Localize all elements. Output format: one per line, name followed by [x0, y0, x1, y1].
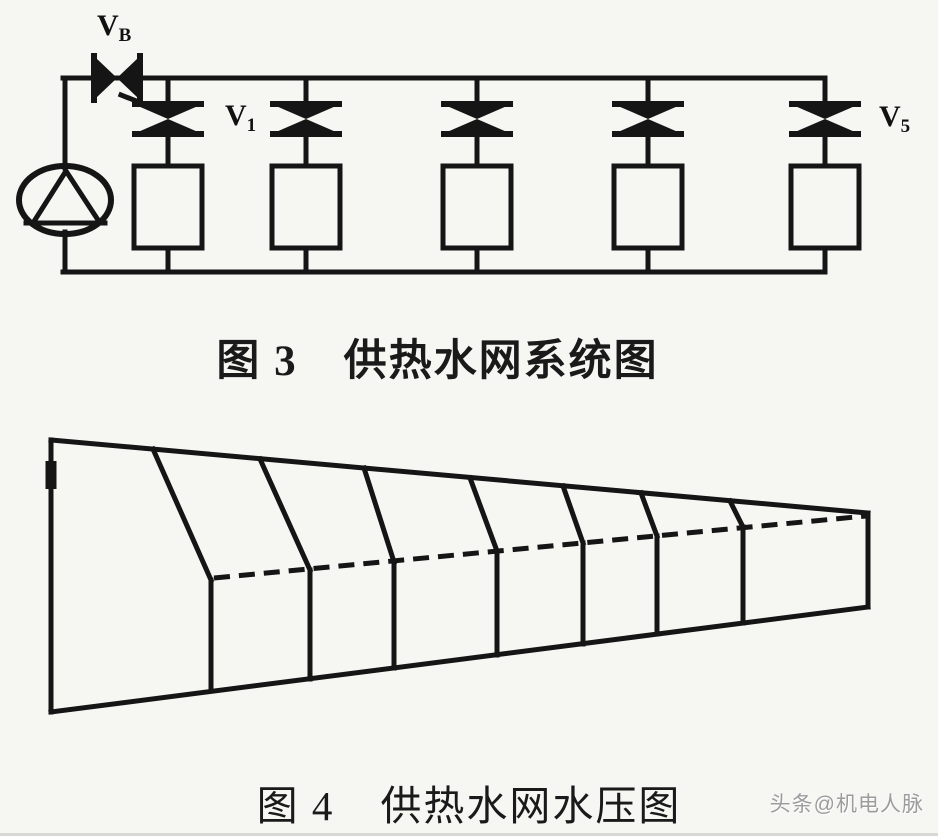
consumer-box: [611, 163, 685, 251]
pressure-branch: [726, 497, 747, 626]
return-pressure-line: [48, 604, 871, 715]
consumer-box: [788, 163, 862, 251]
supply-pressure-line: [48, 437, 871, 516]
consumer-branch: [788, 75, 862, 275]
valve-1-label: V1: [225, 99, 257, 136]
watermark-text: 头条@机电人脉: [769, 793, 924, 816]
branch-valve-icon: [132, 101, 204, 137]
branch-valve-icon: [612, 101, 684, 137]
consumer-box: [440, 163, 514, 251]
bypass-valve-icon: [91, 53, 158, 112]
consumer-box: [269, 163, 343, 251]
pressure-branch: [360, 464, 398, 671]
figure3-title: 供热水网系统图: [343, 338, 659, 385]
consumer-branch: [440, 75, 514, 275]
figure4-title: 供热水网水压图: [380, 783, 682, 829]
branch-valve-icon: [441, 101, 513, 137]
figure4-number: 图 4: [256, 783, 335, 829]
consumer-box: [131, 163, 205, 251]
pressure-branch: [559, 482, 587, 647]
pressure-branch: [637, 489, 661, 637]
bypass-valve-label: VB: [97, 9, 132, 46]
figure4-caption: 图 4 供热水网水压图: [0, 772, 938, 832]
branch-valve-icon: [789, 101, 861, 137]
figure3-number: 图 3: [216, 338, 298, 385]
required-head-dashed-line: [213, 513, 867, 581]
pressure-branch: [149, 445, 215, 694]
water-pressure-diagram: [45, 437, 871, 715]
pressure-branch: [256, 455, 314, 682]
pressure-branch: [466, 474, 501, 658]
heating-network-system-diagram: [16, 53, 862, 275]
valve-5-label: V5: [879, 100, 911, 137]
consumer-branch: [611, 75, 685, 275]
scan-edge-strip: [0, 833, 938, 836]
consumer-branch: [131, 75, 205, 275]
branch-valve-icon: [270, 101, 342, 137]
consumer-branch: [269, 75, 343, 275]
pump-icon: [16, 163, 114, 237]
figure3-caption: 图 3 供热水网系统图: [0, 326, 875, 388]
